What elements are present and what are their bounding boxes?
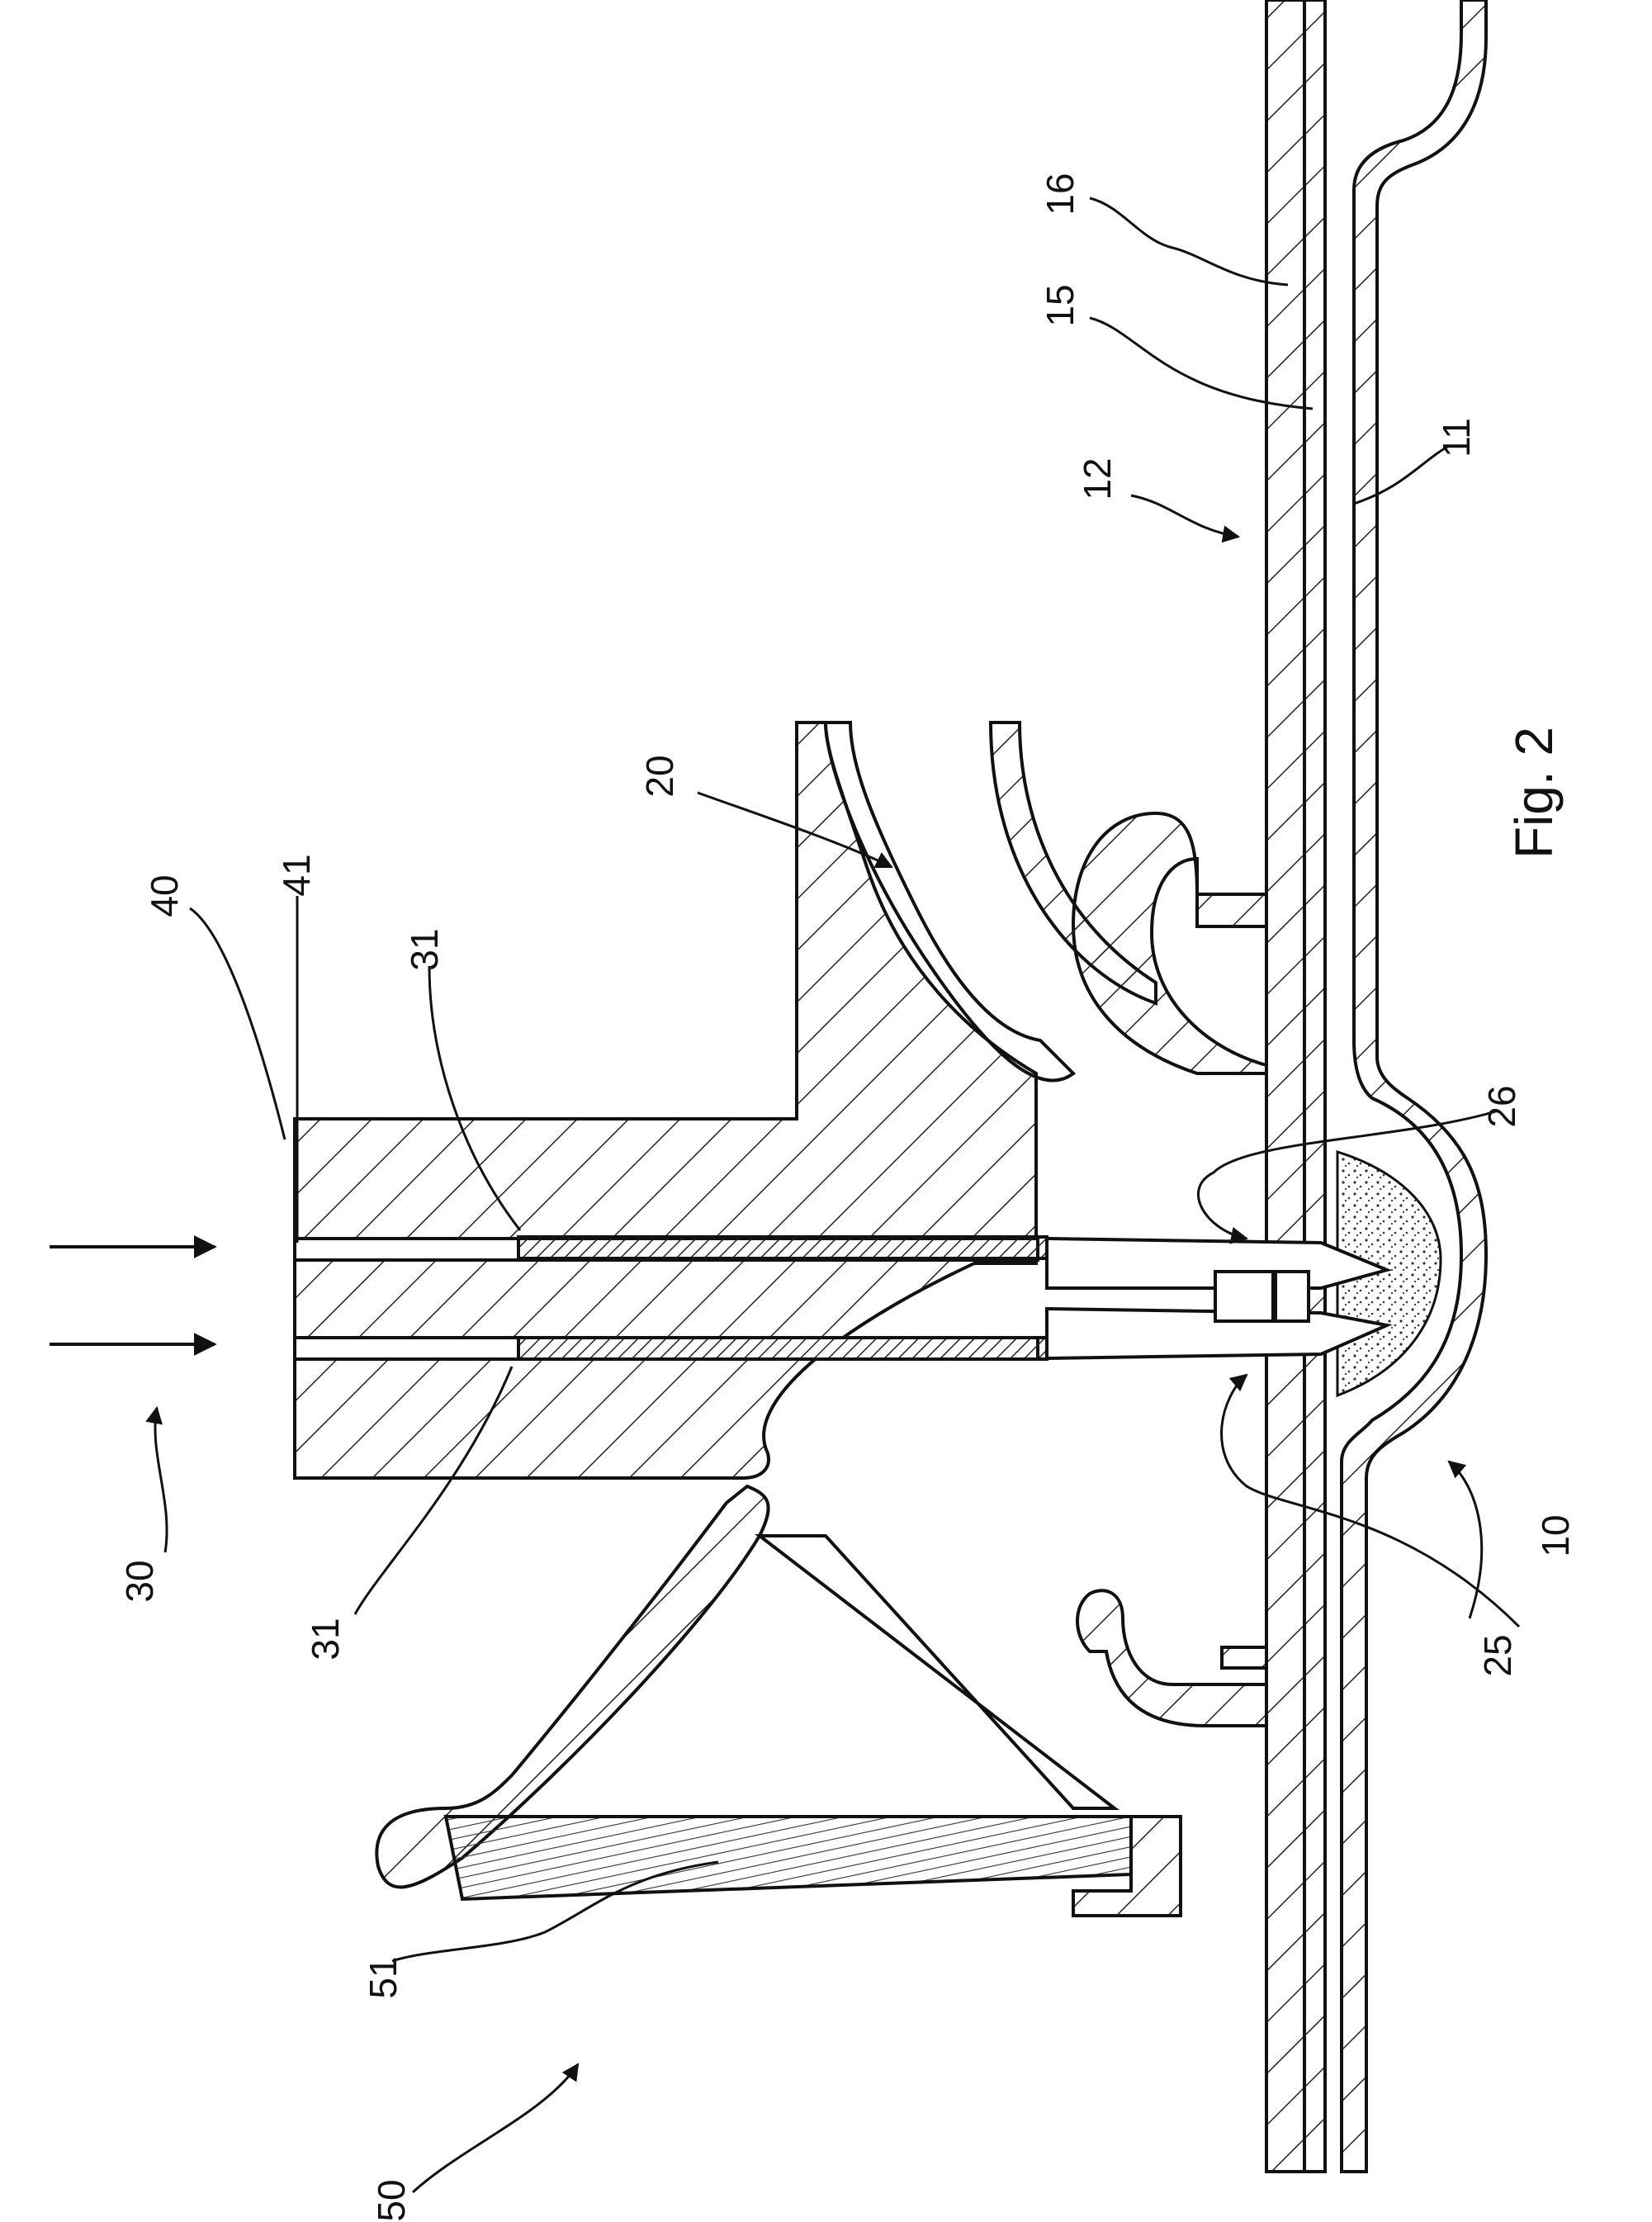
layered-panel bbox=[1266, 0, 1486, 2172]
label-12: 12 bbox=[1076, 457, 1119, 500]
figure-caption: Fig. 2 bbox=[1504, 727, 1564, 859]
leader-10 bbox=[1449, 1462, 1482, 1618]
label-26: 26 bbox=[1480, 1085, 1523, 1127]
label-25: 25 bbox=[1476, 1634, 1519, 1676]
label-31-upper: 31 bbox=[403, 928, 446, 970]
foam-block-51 bbox=[446, 1817, 1131, 1899]
label-15: 15 bbox=[1039, 284, 1082, 326]
leader-40 bbox=[190, 908, 285, 1139]
main-body bbox=[295, 723, 1387, 1478]
layer-16 bbox=[1266, 0, 1304, 2172]
label-41: 41 bbox=[275, 854, 318, 896]
label-11: 11 bbox=[1435, 418, 1478, 457]
leader-30 bbox=[155, 1408, 167, 1552]
label-31-lower: 31 bbox=[304, 1618, 347, 1660]
insert-31-upper bbox=[518, 1237, 1047, 1258]
leader-16 bbox=[1090, 198, 1288, 285]
layer-15 bbox=[1304, 0, 1325, 2172]
label-16: 16 bbox=[1039, 173, 1082, 215]
label-50: 50 bbox=[370, 2179, 413, 2221]
label-10: 10 bbox=[1534, 1514, 1577, 1556]
label-51: 51 bbox=[362, 1956, 405, 1998]
leader-50 bbox=[413, 2064, 578, 2192]
insert-31-lower bbox=[518, 1338, 1047, 1359]
layer-11 bbox=[1342, 0, 1486, 2172]
label-40: 40 bbox=[143, 874, 186, 917]
label-20: 20 bbox=[638, 755, 681, 797]
label-30: 30 bbox=[118, 1560, 161, 1602]
lower-arm bbox=[376, 1486, 1266, 1916]
leader-12 bbox=[1131, 495, 1238, 537]
force-arrows bbox=[50, 1247, 215, 1344]
